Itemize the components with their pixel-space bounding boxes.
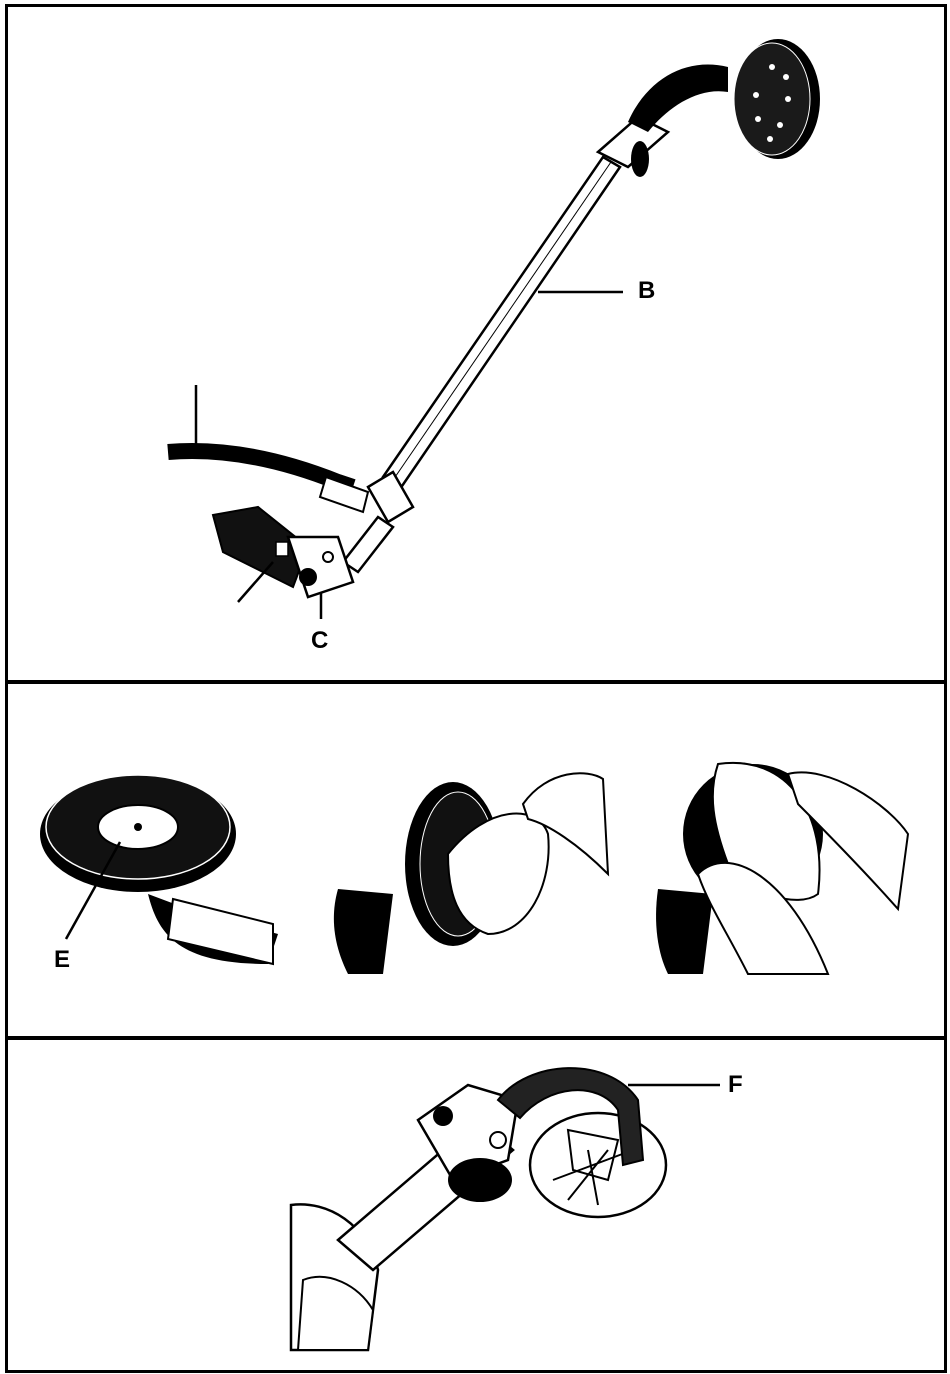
- callout-label-c: C: [311, 629, 328, 653]
- callout-label-f: F: [728, 1073, 743, 1097]
- sander-overview-illustration: [8, 7, 944, 680]
- hose-connection-illustration: [8, 1040, 944, 1370]
- panel-assembly-overview: B C: [5, 4, 947, 683]
- motor-housing: [213, 507, 353, 597]
- panel-dust-hose-connection: F: [5, 1037, 947, 1373]
- head-motor-cap: [631, 141, 649, 177]
- head-hose-bend: [628, 64, 728, 132]
- disc-pressing-view: [656, 763, 908, 974]
- lower-arm: [343, 517, 393, 572]
- backing-pad-view: [40, 775, 278, 964]
- shaft-highlight: [391, 162, 611, 483]
- inner-pad: [448, 1158, 512, 1202]
- callout-label-b: B: [638, 279, 655, 303]
- panel-abrasive-disc-fitting: E: [5, 681, 947, 1039]
- sanding-head-disc: [734, 39, 820, 159]
- sander-shaft: [383, 157, 620, 489]
- disc-applying-view: [334, 773, 608, 974]
- sanding-disc-rear: [530, 1113, 666, 1217]
- disc-fitting-illustration: [8, 684, 944, 1036]
- callout-label-e: E: [54, 948, 70, 972]
